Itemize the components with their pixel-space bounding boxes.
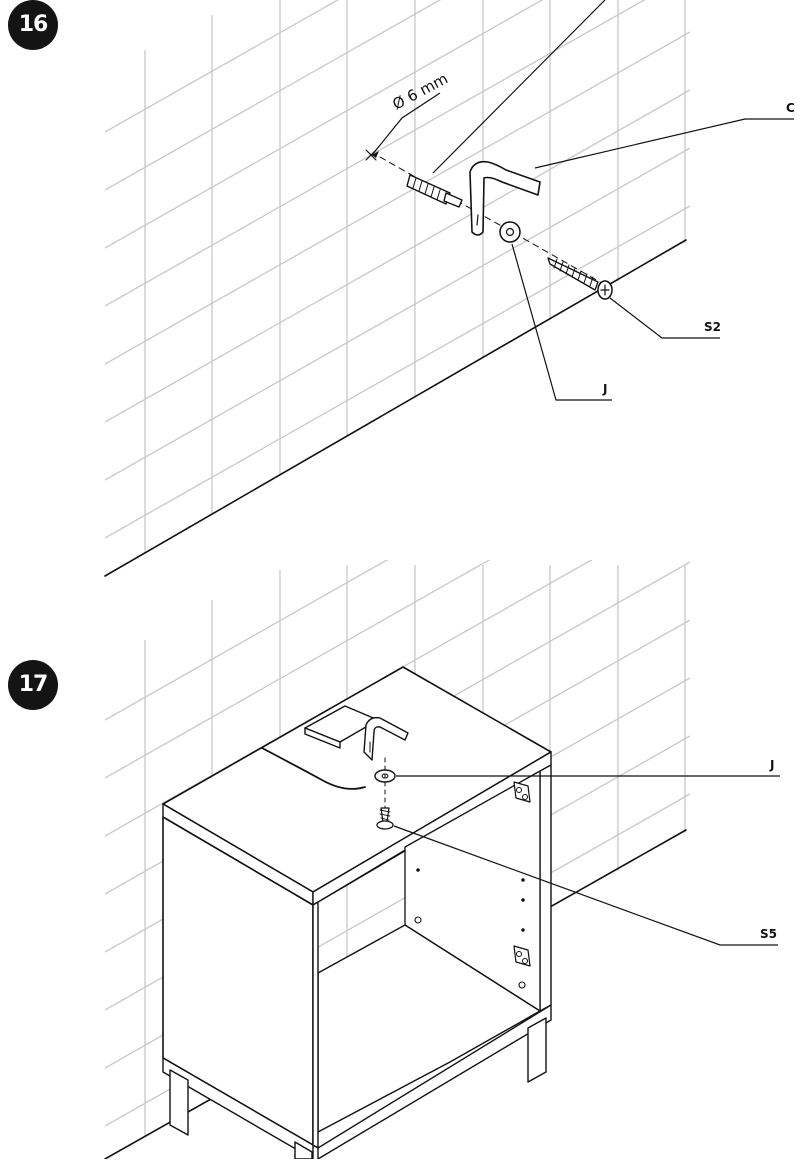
drill-size-label: Ø 6 mm — [389, 69, 451, 113]
leader-line-s2 — [609, 297, 720, 339]
step-16-badge: 16 — [8, 0, 58, 50]
callout-s5-label: S5 — [760, 927, 777, 941]
screw-s5-icon — [376, 807, 394, 830]
leader-line-j-top — [511, 243, 612, 401]
cabinet-icon — [162, 666, 552, 1160]
drill-size-dimension: Ø 6 mm — [371, 69, 451, 158]
pipe-cutout — [261, 747, 366, 790]
hinge-icon — [513, 945, 531, 967]
step-16-wall-tiles — [105, 0, 690, 560]
wall-plug-icon — [406, 174, 463, 208]
callout-j-label: J — [603, 382, 608, 396]
leader-line-plug — [432, 0, 606, 174]
cabinet-panel-icon — [304, 705, 379, 749]
screw-s2-icon — [547, 257, 613, 300]
hinge-icon — [513, 781, 531, 803]
floor-edge-line — [104, 239, 687, 577]
callout-c-label: C — [786, 101, 795, 115]
leader-line-c — [534, 118, 794, 169]
leader-line-s5 — [393, 825, 778, 946]
callout-s2-label: S2 — [704, 320, 721, 334]
step-17-badge: 17 — [8, 660, 58, 710]
wall-bracket-c-icon — [469, 160, 541, 236]
washer-j-icon — [499, 221, 521, 243]
callout-j-label-17: J — [770, 758, 775, 772]
assembly-axis-line — [379, 156, 601, 283]
wall-bracket-c-icon — [363, 716, 409, 761]
